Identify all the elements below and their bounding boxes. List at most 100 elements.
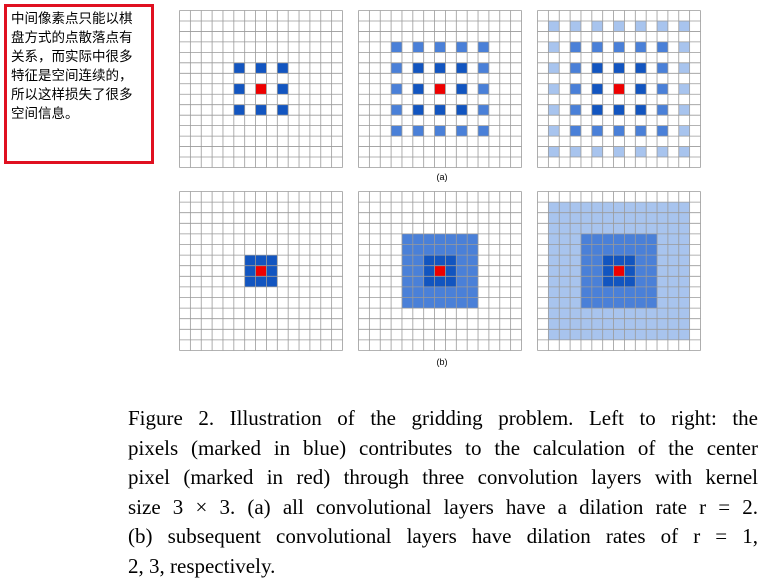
grid-b3-cell-layer-3 bbox=[678, 297, 690, 309]
grid-a3-cell-layer-2 bbox=[613, 41, 625, 53]
grid-b3-cell-layer-3 bbox=[667, 265, 679, 277]
grid-b3-cell-layer-3 bbox=[591, 308, 603, 319]
grid-a1-cell-layer-1 bbox=[255, 62, 267, 74]
grid-b2-cell-layer-2 bbox=[456, 244, 468, 256]
grid-b3-cell-layer-3 bbox=[591, 223, 603, 234]
grid-b2-cell-layer-2 bbox=[456, 276, 468, 287]
grid-b3-cell-layer-3 bbox=[646, 202, 658, 213]
grid-b3-cell-layer-3 bbox=[548, 276, 560, 287]
grid-a3-cell-layer-3 bbox=[678, 146, 690, 158]
grid-a3-cell-layer-2 bbox=[657, 125, 668, 137]
grid-b3-cell-layer-3 bbox=[548, 212, 560, 224]
grid-b3-cell-layer-3 bbox=[667, 212, 679, 224]
grid-a-layer-2 bbox=[358, 10, 522, 168]
grid-a2-cell-layer-2 bbox=[456, 125, 468, 137]
grid-b3-cell-layer-3 bbox=[570, 265, 581, 277]
grid-b3-cell-layer-3 bbox=[678, 244, 690, 256]
grid-b3-cell-layer-3 bbox=[570, 276, 581, 287]
grid-b3-cell-layer-2 bbox=[646, 244, 658, 256]
grid-b3-cell-layer-2 bbox=[635, 233, 647, 245]
grid-a3-cell-layer-2 bbox=[657, 104, 668, 116]
grid-a3-cell-layer-3 bbox=[678, 62, 690, 74]
grid-a3-cell-layer-3 bbox=[548, 83, 560, 95]
grid-a3-cell-layer-2 bbox=[570, 104, 581, 116]
grid-b3-cell-layer-3 bbox=[570, 212, 581, 224]
grid-b3-cell-layer-2 bbox=[646, 286, 658, 298]
grid-b3-cell-layer-3 bbox=[602, 202, 614, 213]
grid-a2-center-pixel bbox=[434, 83, 446, 95]
grid-b3-cell-layer-2 bbox=[591, 286, 603, 298]
grid-a3-cell-layer-3 bbox=[635, 146, 647, 158]
grid-b3-cell-layer-3 bbox=[624, 318, 636, 330]
grid-b3-cell-layer-3 bbox=[624, 202, 636, 213]
grid-b-layer-3 bbox=[537, 191, 701, 351]
grid-a3-cell-layer-1 bbox=[613, 62, 625, 74]
grid-b3-cell-layer-3 bbox=[613, 329, 625, 340]
grid-b3-cell-layer-2 bbox=[635, 276, 647, 287]
grid-b3-cell-layer-1 bbox=[613, 276, 625, 287]
grid-b3-cell-layer-3 bbox=[559, 223, 571, 234]
grid-b3-cell-layer-3 bbox=[678, 255, 690, 266]
grid-a3-cell-layer-2 bbox=[570, 41, 581, 53]
grid-a3-cell-layer-3 bbox=[678, 20, 690, 32]
grid-b3-cell-layer-3 bbox=[624, 212, 636, 224]
grid-b3-cell-layer-3 bbox=[635, 329, 647, 340]
grid-b3-cell-layer-3 bbox=[667, 308, 679, 319]
grid-b3-cell-layer-2 bbox=[646, 276, 658, 287]
grid-b3-cell-layer-3 bbox=[602, 212, 614, 224]
grid-b3-cell-layer-3 bbox=[580, 329, 592, 340]
grid-b3-cell-layer-2 bbox=[646, 265, 658, 277]
grid-a2-cell-layer-1 bbox=[456, 62, 468, 74]
grid-b3-cell-layer-3 bbox=[635, 223, 647, 234]
grid-a3-cell-layer-3 bbox=[657, 20, 668, 32]
grid-b3-cell-layer-3 bbox=[580, 212, 592, 224]
grid-b-layer-1 bbox=[179, 191, 343, 351]
grid-b2-cell-layer-2 bbox=[467, 297, 479, 309]
grid-a3-cell-layer-3 bbox=[613, 146, 625, 158]
caption-line-3: pixel (marked in red) through three conv… bbox=[128, 465, 758, 489]
grid-a3-cell-layer-3 bbox=[548, 104, 560, 116]
grid-b2-cell-layer-2 bbox=[467, 255, 479, 266]
grid-b1-cell-layer-1 bbox=[244, 276, 256, 287]
grid-a3-cell-layer-3 bbox=[548, 62, 560, 74]
grid-b2-cell-layer-2 bbox=[412, 244, 424, 256]
grid-b3-cell-layer-2 bbox=[591, 244, 603, 256]
grid-a2-cell-layer-2 bbox=[412, 125, 424, 137]
annotation-note: 中间像素点只能以棋 盘方式的点散落点有 关系，而实际中很多 特征是空间连续的， … bbox=[4, 4, 154, 164]
grid-b3-cell-layer-3 bbox=[667, 244, 679, 256]
grid-b3-cell-layer-2 bbox=[580, 265, 592, 277]
grid-b3-cell-layer-3 bbox=[657, 233, 668, 245]
grid-a1-cell-layer-1 bbox=[233, 104, 245, 116]
grid-a3-cell-layer-3 bbox=[678, 41, 690, 53]
grid-b3-cell-layer-3 bbox=[580, 223, 592, 234]
grid-b2-cell-layer-2 bbox=[401, 244, 413, 256]
grid-b3-cell-layer-3 bbox=[559, 265, 571, 277]
grid-b2-cell-layer-2 bbox=[456, 286, 468, 298]
grid-b3-cell-layer-3 bbox=[559, 212, 571, 224]
grid-b3-cell-layer-3 bbox=[646, 329, 658, 340]
grid-a3-cell-layer-2 bbox=[591, 41, 603, 53]
grid-b2-cell-layer-2 bbox=[456, 265, 468, 277]
caption-line-5: (b) subsequent convolutional layers have… bbox=[128, 524, 758, 548]
grid-b2-cell-layer-1 bbox=[445, 276, 457, 287]
grid-b3-cell-layer-3 bbox=[548, 265, 560, 277]
grid-b3-cell-layer-3 bbox=[580, 202, 592, 213]
grid-b3-cell-layer-3 bbox=[678, 212, 690, 224]
grid-a2-cell-layer-1 bbox=[434, 104, 446, 116]
grid-b3-cell-layer-2 bbox=[624, 297, 636, 309]
grid-b3-cell-layer-2 bbox=[591, 233, 603, 245]
grid-b3-cell-layer-3 bbox=[548, 297, 560, 309]
grid-b3-cell-layer-3 bbox=[657, 244, 668, 256]
grid-a3-cell-layer-3 bbox=[570, 20, 581, 32]
grid-b3-cell-layer-2 bbox=[646, 233, 658, 245]
grid-b3-cell-layer-3 bbox=[635, 212, 647, 224]
grid-b3-cell-layer-3 bbox=[570, 297, 581, 309]
grid-b3-cell-layer-3 bbox=[678, 308, 690, 319]
caption-line-2: pixels (marked in blue) contributes to t… bbox=[128, 435, 758, 460]
grid-b3-cell-layer-2 bbox=[602, 286, 614, 298]
grid-a1-cell-layer-1 bbox=[277, 104, 289, 116]
grid-b3-cell-layer-2 bbox=[580, 233, 592, 245]
grid-b3-cell-layer-3 bbox=[559, 202, 571, 213]
grid-b3-cell-layer-2 bbox=[635, 255, 647, 266]
grid-a2-cell-layer-2 bbox=[391, 41, 402, 53]
